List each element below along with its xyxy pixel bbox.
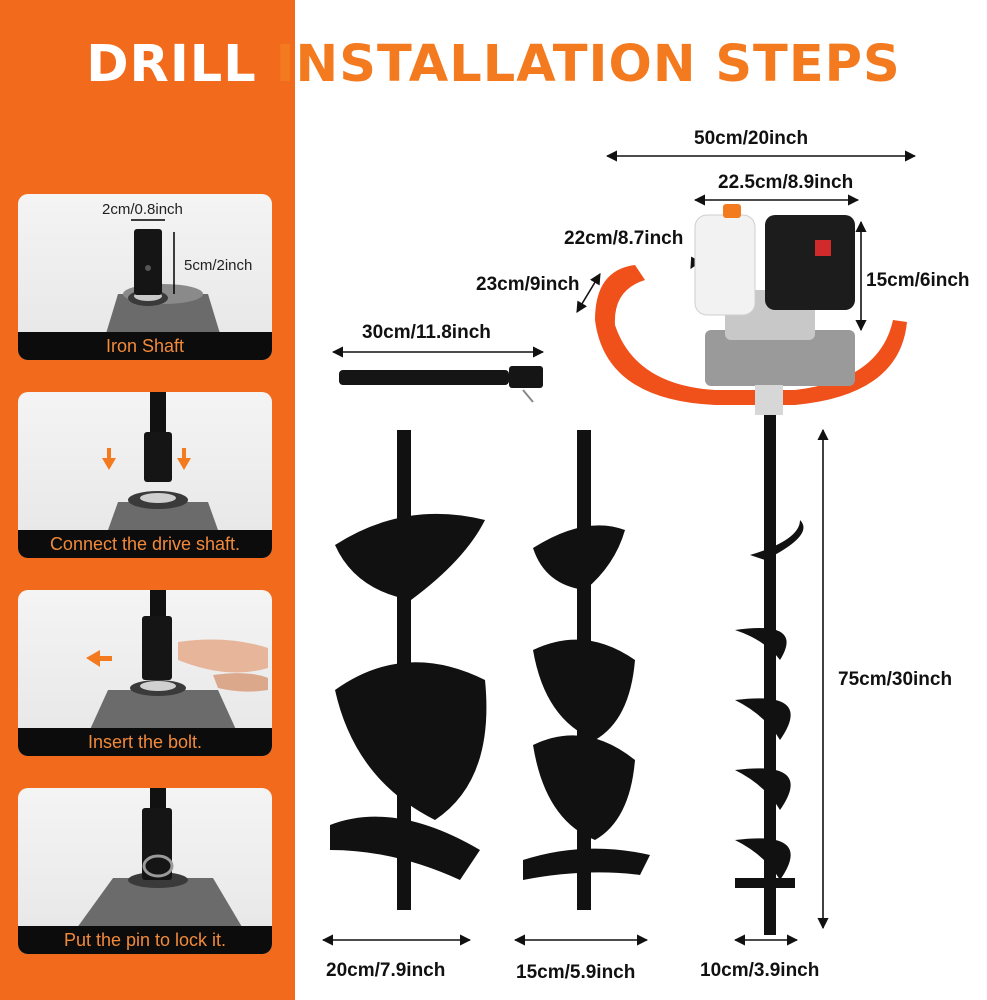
title-word-installation: INSTALLATION STEPS bbox=[275, 35, 901, 94]
handle-depth-label: 23cm/9inch bbox=[476, 274, 580, 295]
shaft-width-label: 2cm/0.8inch bbox=[102, 201, 183, 218]
bit-medium-diameter-label: 15cm/5.9inch bbox=[516, 962, 636, 983]
down-arrow-icon bbox=[102, 448, 116, 470]
engine-width-label: 50cm/20inch bbox=[694, 128, 809, 149]
shaft-length-label: 5cm/2inch bbox=[184, 257, 253, 274]
title-word-drill: DRILL bbox=[86, 35, 257, 94]
auger-bit-medium bbox=[523, 430, 650, 910]
engine-body-label: 22.5cm/8.9inch bbox=[718, 172, 854, 193]
step-caption-pin-lock: Put the pin to lock it. bbox=[18, 926, 272, 954]
bit-small-diameter-label: 10cm/3.9inch bbox=[700, 960, 820, 981]
step-caption-connect: Connect the drive shaft. bbox=[18, 530, 272, 558]
extension-rod bbox=[339, 366, 543, 403]
engine-height-label: 15cm/6inch bbox=[866, 270, 970, 291]
extension-length-label: 30cm/11.8inch bbox=[362, 322, 491, 343]
auger-product-illustration bbox=[321, 150, 917, 946]
step-card-insert-bolt: Insert the bolt. bbox=[18, 590, 272, 756]
engine-powerhead bbox=[595, 204, 907, 415]
step-card-iron-shaft: 2cm/0.8inch 5cm/2inch Iron Shaft bbox=[18, 194, 272, 360]
auger-bit-small bbox=[735, 415, 804, 935]
step-card-pin-lock: Put the pin to lock it. bbox=[18, 788, 272, 954]
auger-bit-large bbox=[330, 430, 487, 910]
bit-length-label: 75cm/30inch bbox=[838, 669, 953, 690]
tank-depth-label: 22cm/8.7inch bbox=[564, 228, 684, 249]
left-arrow-icon bbox=[86, 650, 112, 667]
step-caption-insert-bolt: Insert the bolt. bbox=[18, 728, 272, 756]
bit-large-diameter-label: 20cm/7.9inch bbox=[326, 960, 446, 981]
down-arrow-icon bbox=[177, 448, 191, 470]
step-caption-iron-shaft: Iron Shaft bbox=[18, 332, 272, 360]
page-title: DRILL INSTALLATION STEPS bbox=[0, 30, 987, 100]
step-card-connect: Connect the drive shaft. bbox=[18, 392, 272, 558]
